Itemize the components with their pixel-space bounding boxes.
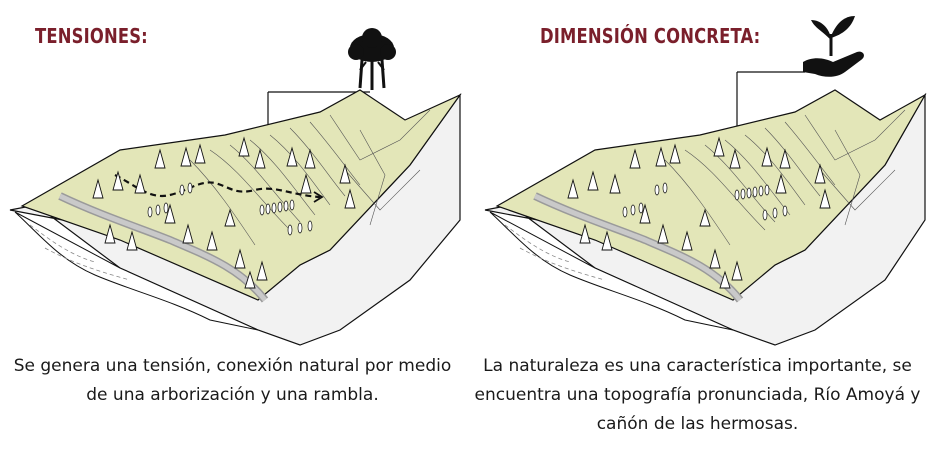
tensions-caption: Se genera una tensión, conexión natural … [0,352,465,410]
caption-line: encuentra una topografía pronunciada, Rí… [474,385,921,405]
caption-line: Se genera una tensión, conexión natural … [13,356,452,376]
tensions-panel: TENSIONES: [0,24,465,410]
terrain-surface [20,89,462,301]
trees [567,136,831,289]
tensions-title: TENSIONES: [35,24,148,48]
tree-icon [348,28,396,90]
terrain-surface [495,89,927,301]
caption-line: cañón de las hermosas. [596,414,799,434]
terrain-illustration [484,16,927,346]
concrete-dimension-title: DIMENSIÓN CONCRETA: [540,24,761,48]
tension-path [114,174,321,199]
terrain-illustration [9,28,462,346]
concrete-dimension-panel: DIMENSIÓN CONCRETA: [465,0,930,449]
caption-line: La naturaleza es una característica impo… [483,356,912,376]
trees [92,136,356,289]
caption-line: de una arborización y una rambla. [86,385,379,405]
plant-in-hand-icon [803,16,864,77]
concrete-dimension-caption: La naturaleza es una característica impo… [465,352,930,439]
